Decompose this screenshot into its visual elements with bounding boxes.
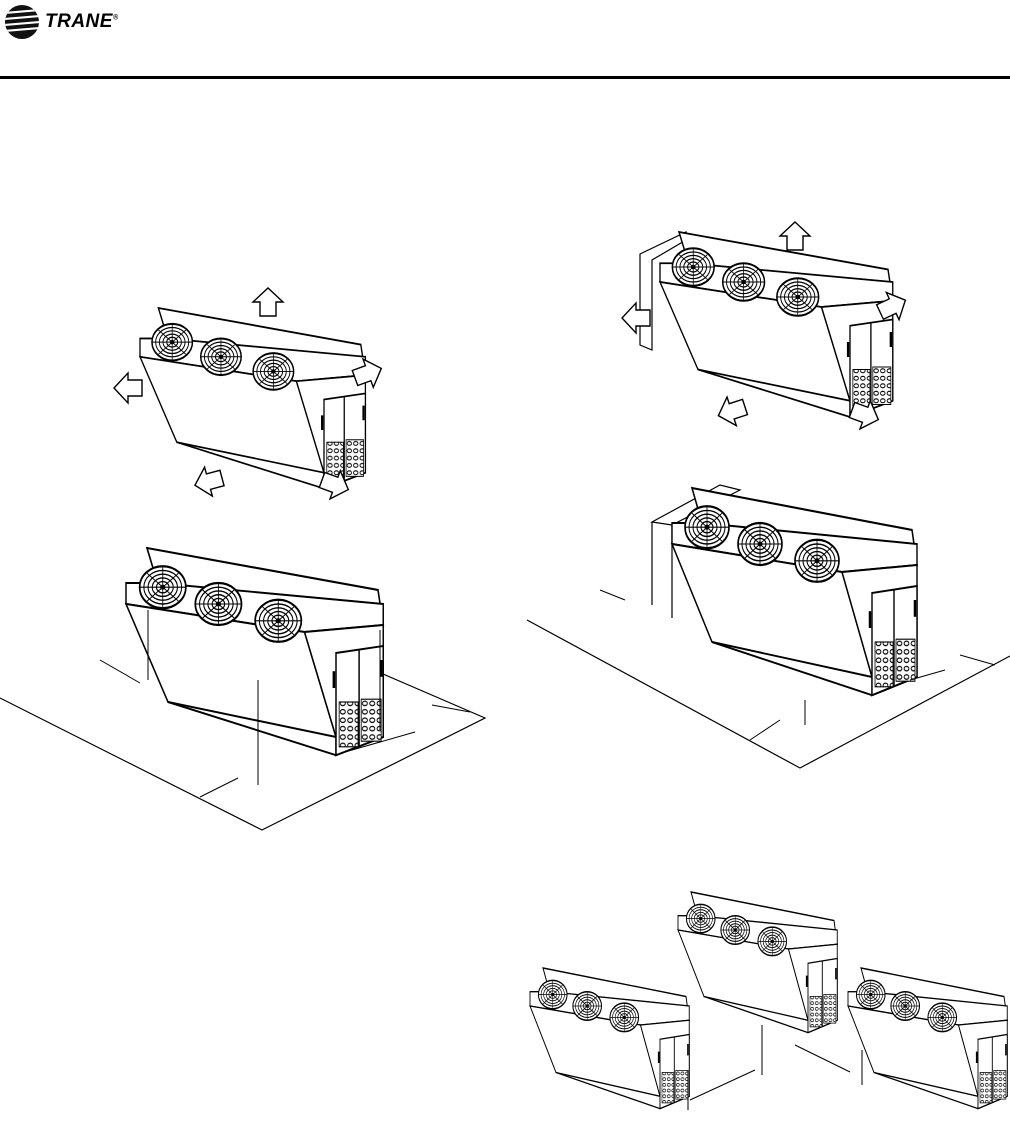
figure-airflow-wall-right	[622, 222, 912, 434]
figure-clearance-single-left	[0, 548, 485, 830]
figure-clearance-wall-right	[527, 485, 1010, 768]
figure-multiple-units	[530, 892, 1007, 1110]
figure-airflow-single-left	[114, 288, 386, 504]
